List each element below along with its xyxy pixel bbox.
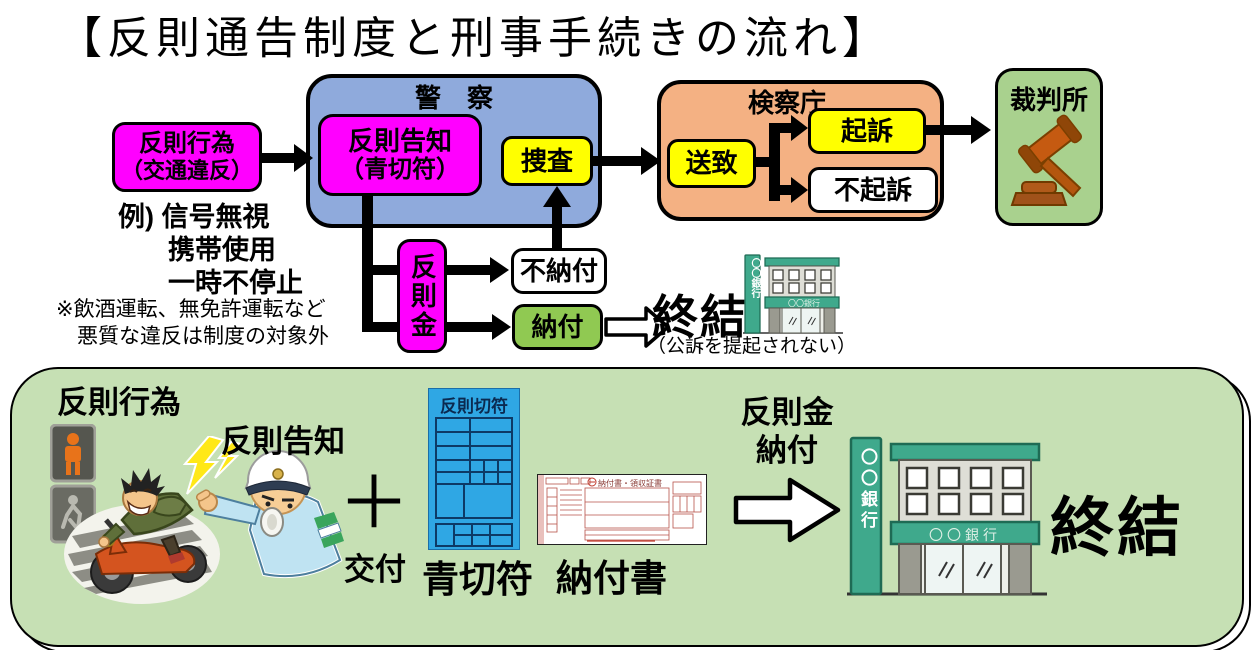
- payment-slip-header: 納付書・領収証書: [598, 479, 662, 488]
- notice-line1: 反則告知: [347, 125, 452, 156]
- example-line: 携帯使用: [168, 235, 276, 265]
- investigation-label: 捜査: [520, 145, 573, 176]
- police-group-label: 警 察: [414, 83, 493, 113]
- fine-payment-label: 反則金 納付: [727, 394, 847, 470]
- lightning-icon: [183, 436, 244, 495]
- issuance-label: 交付: [344, 552, 406, 587]
- blue-ticket-label: 青切符: [422, 559, 533, 600]
- prosecute-label: 起訴: [840, 115, 893, 146]
- not-prosecute-box: 不起訴: [808, 167, 938, 213]
- notice-line2: （青切符）: [340, 156, 460, 184]
- payment-slip-illustration: [537, 474, 707, 545]
- blue-ticket-illustration: [428, 388, 520, 550]
- police-officer-illustration: [196, 450, 344, 579]
- panel-violation-label: 反則行為: [57, 385, 181, 420]
- exclusion-note-line: 悪質な違反は制度の対象外: [77, 325, 329, 348]
- nonpayment-box: 不納付: [511, 248, 607, 294]
- gavel-icon: [1010, 114, 1083, 206]
- fine-payment-line: 納付: [756, 433, 818, 468]
- examples-text: 例) 信号無視 携帯使用 一時不停止: [118, 201, 303, 300]
- send-box: 送致: [667, 139, 756, 188]
- exclusion-note-line: ※飲酒運転、無免許運転など: [56, 298, 326, 321]
- no-prosecution-note: （公訴を提起されない）: [647, 336, 857, 357]
- plus-sign: ＋: [338, 464, 411, 544]
- notice-box: 反則告知 （青切符）: [318, 114, 482, 196]
- prosecute-box: 起訴: [808, 108, 926, 154]
- payment-slip-label: 納付書: [556, 558, 667, 599]
- violation-line2: （交通違反）: [120, 158, 253, 184]
- exclusion-note: ※飲酒運転、無免許運転など 悪質な違反は制度の対象外: [56, 296, 329, 350]
- page-title: 【反則通告制度と刑事手続きの流れ】: [58, 14, 891, 63]
- fine-label: 反則金: [407, 252, 438, 340]
- fine-payment-line: 反則金: [740, 395, 834, 430]
- payment-label: 納付: [531, 311, 584, 342]
- bank-sign-text-small: 〇〇銀行: [749, 258, 760, 298]
- payment-box: 納付: [512, 304, 603, 350]
- investigation-box: 捜査: [501, 136, 593, 186]
- bank-sign-text-large: 〇〇銀行: [858, 448, 877, 532]
- conclusion-large-text: 終結: [1050, 492, 1184, 564]
- example-line: 例) 信号無視: [118, 202, 270, 232]
- violation-box: 反則行為 （交通違反）: [112, 122, 262, 192]
- nonpayment-label: 不納付: [519, 255, 598, 286]
- court-label: 裁判所: [1009, 85, 1088, 115]
- bank-facade-text-small: 〇〇銀行: [788, 299, 820, 308]
- motorcyclist-illustration: [64, 468, 220, 604]
- fine-box: 反則金: [397, 239, 447, 353]
- example-line: 一時不停止: [168, 268, 303, 298]
- bank-facade-text-large: 〇〇銀行: [929, 527, 1001, 543]
- panel-notice-label: 反則告知: [221, 424, 345, 459]
- send-label: 送致: [685, 148, 738, 179]
- not-prosecute-label: 不起訴: [833, 174, 912, 205]
- ticket-title: 反則切符: [440, 397, 508, 416]
- violation-line1: 反則行為: [139, 129, 235, 157]
